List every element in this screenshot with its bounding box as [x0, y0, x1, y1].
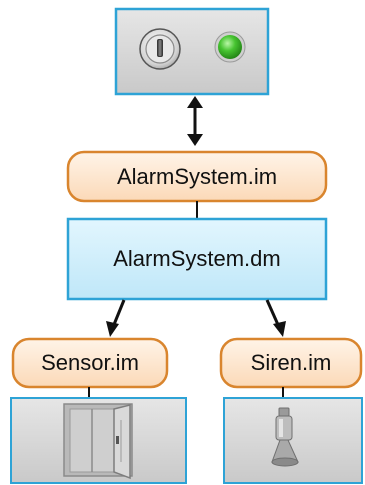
interface-panel	[114, 7, 270, 96]
arrow-dm-to-siren	[265, 299, 286, 337]
sensor-image-panel	[10, 397, 187, 484]
arrow-dm-to-sensor	[106, 299, 126, 337]
siren-image-panel	[223, 397, 363, 484]
siren-im-label: Siren.im	[250, 350, 332, 375]
key-lock-icon	[139, 28, 181, 70]
alarmsystem-dm-label: AlarmSystem.dm	[113, 246, 281, 271]
window-frame-icon	[63, 403, 133, 480]
siren-icon	[271, 407, 299, 467]
bidirectional-arrow	[187, 96, 203, 146]
siren-im-node	[219, 337, 363, 389]
green-led-icon	[214, 31, 246, 63]
alarmsystem-im-label: AlarmSystem.im	[116, 163, 278, 189]
sensor-im-label: Sensor.im	[41, 350, 139, 375]
alarmsystem-dm-node	[66, 217, 328, 301]
